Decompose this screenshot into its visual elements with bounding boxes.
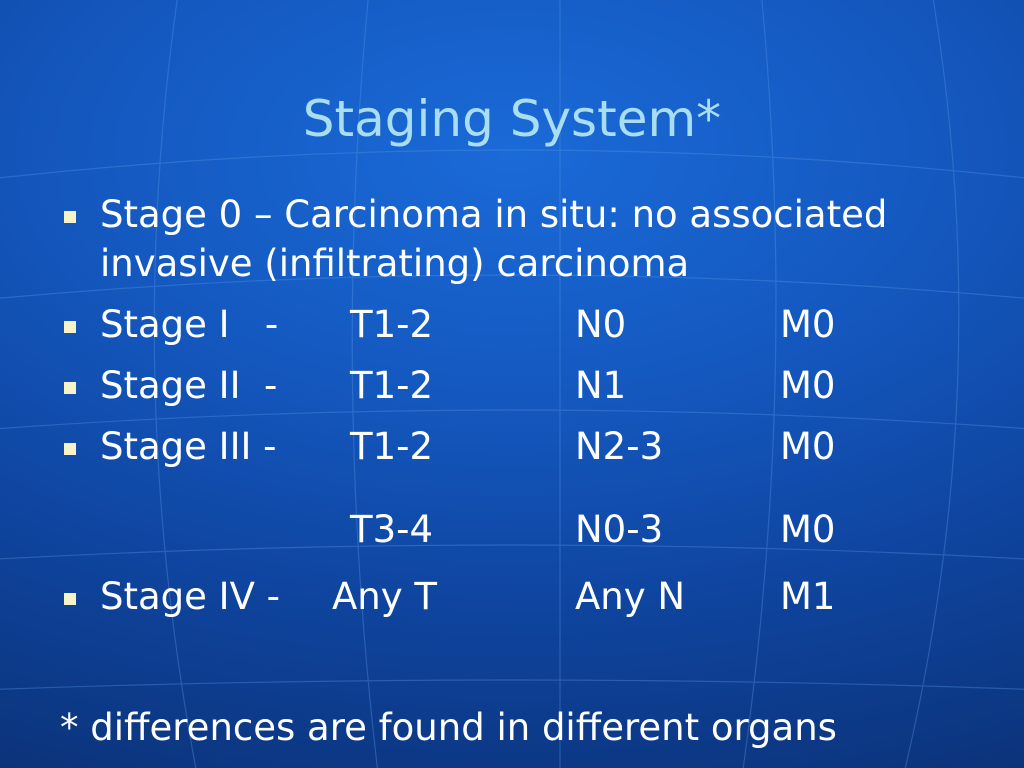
t-value: T1-2 (350, 303, 434, 346)
stage-iii-continuation-row: T3-4 N0-3 M0 (100, 505, 1000, 554)
n-value: N0 (575, 303, 627, 346)
bullet-stage-ii: Stage II - T1-2 N1 M0 (60, 361, 980, 410)
footnote: * differences are found in different org… (60, 706, 837, 749)
square-bullet-icon (64, 443, 76, 455)
stage-0-text: Stage 0 – Carcinoma in situ: no associat… (100, 193, 888, 285)
n-value: N2-3 (575, 425, 664, 468)
square-bullet-icon (64, 382, 76, 394)
m-value: M0 (780, 364, 836, 407)
m-value: M0 (780, 508, 836, 551)
t-value: T1-2 (350, 364, 434, 407)
bullet-stage-0: Stage 0 – Carcinoma in situ: no associat… (60, 190, 980, 288)
t-value: Any T (332, 575, 438, 618)
bullet-stage-iv: Stage IV - Any T Any N M1 (60, 572, 1000, 621)
stage-label: Stage II - (100, 364, 278, 407)
bullet-stage-i: Stage I - T1-2 N0 M0 (60, 300, 980, 349)
square-bullet-icon (64, 593, 76, 605)
bullet-stage-iii: Stage III - T1-2 N2-3 M0 (60, 422, 980, 471)
square-bullet-icon (64, 211, 76, 223)
m-value: M0 (780, 425, 836, 468)
square-bullet-icon (64, 321, 76, 333)
slide-title: Staging System* (302, 89, 722, 148)
m-value: M0 (780, 303, 836, 346)
n-value: N1 (575, 364, 627, 407)
bullet-list: Stage 0 – Carcinoma in situ: no associat… (60, 190, 980, 471)
n-value: N0-3 (575, 508, 664, 551)
stage-label: Stage III - (100, 425, 277, 468)
stage-label: Stage I - (100, 303, 279, 346)
stage-label: Stage IV - (100, 575, 281, 618)
t-value: T1-2 (350, 425, 434, 468)
t-value: T3-4 (350, 508, 434, 551)
n-value: Any N (575, 575, 686, 618)
m-value: M1 (780, 575, 836, 618)
